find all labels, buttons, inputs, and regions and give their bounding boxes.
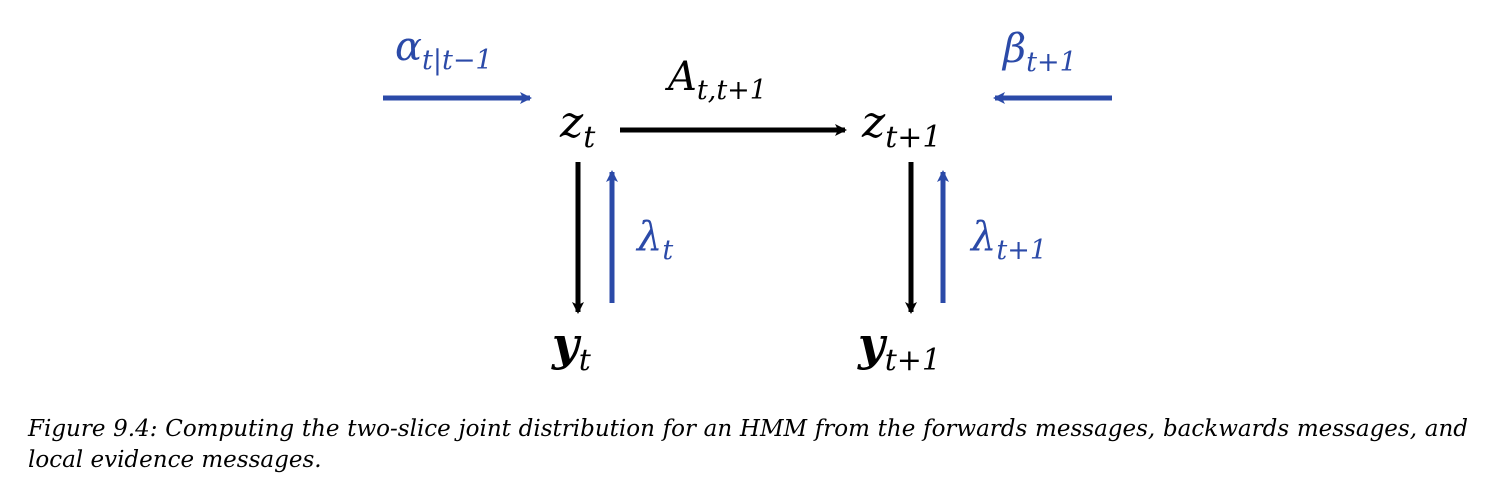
transition-label: At,t+1 (664, 54, 767, 106)
node-y-t1: yt+1 (857, 317, 941, 378)
node-z-t1: zt+1 (861, 97, 941, 155)
figure-caption-text: Computing the two-slice joint distributi… (28, 416, 1468, 473)
figure-caption-label: Figure 9.4: (28, 416, 158, 442)
node-z-t: zt (559, 97, 596, 155)
beta-message-label: βt+1 (1001, 26, 1077, 78)
lambda-t-label: λt (635, 214, 673, 266)
hmm-two-slice-diagram: αt|t−1 βt+1 At,t+1 zt zt+1 λt λt+1 yt yt… (383, 24, 1112, 378)
figure-caption: Figure 9.4: Computing the two-slice join… (28, 414, 1468, 476)
node-y-t: yt (551, 317, 592, 378)
lambda-t1-label: λt+1 (969, 214, 1047, 266)
alpha-message-label: αt|t−1 (395, 24, 493, 76)
